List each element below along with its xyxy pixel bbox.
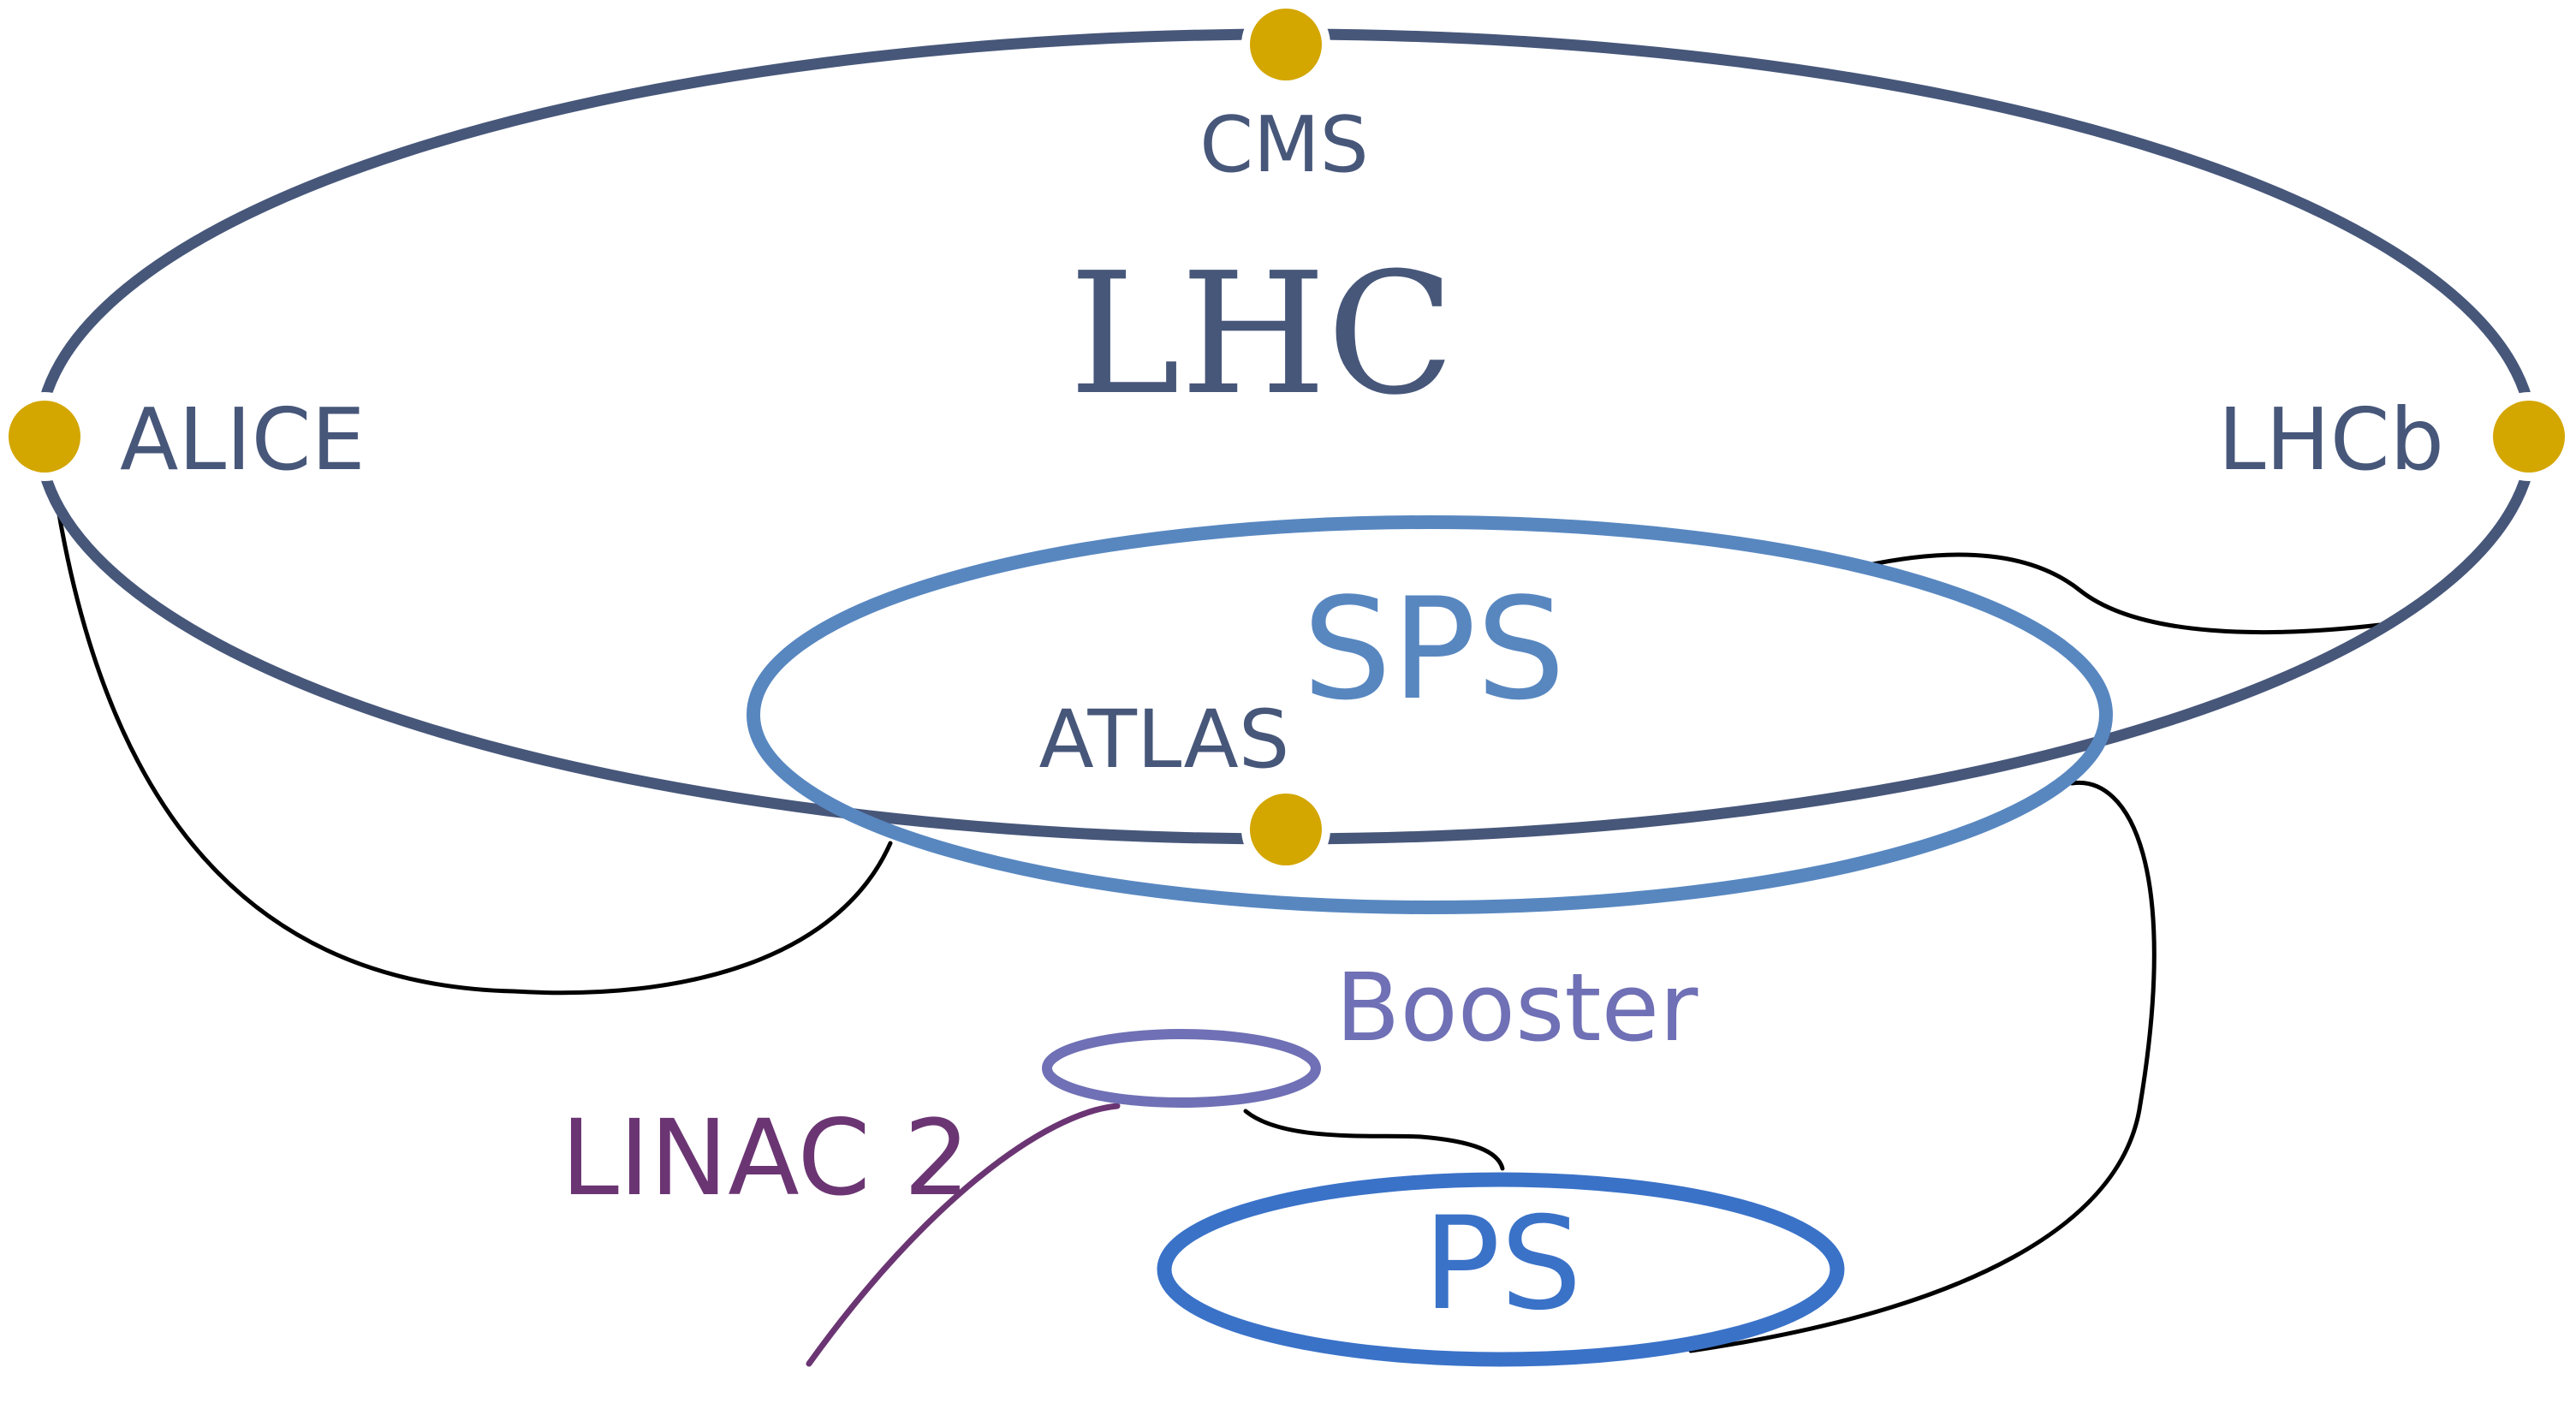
alice-dot bbox=[9, 401, 80, 473]
cms-label: CMS bbox=[1199, 100, 1369, 190]
transfer-line-ps-to-sps bbox=[1688, 780, 2157, 1353]
booster-label: Booster bbox=[1336, 953, 1698, 1062]
atlas-dot bbox=[1250, 794, 1322, 865]
transfer-line-booster-to-ps bbox=[1243, 1109, 1505, 1171]
lhcb-dot bbox=[2493, 401, 2565, 473]
linac2-line bbox=[806, 1103, 1121, 1367]
alice-label: ALICE bbox=[120, 389, 366, 490]
sps-ring bbox=[747, 515, 2113, 914]
sps-label: SPS bbox=[1302, 568, 1565, 731]
atlas-label: ATLAS bbox=[1039, 693, 1290, 787]
ps-ring bbox=[1157, 1172, 1845, 1367]
booster-ring bbox=[1042, 1029, 1321, 1108]
experiment-markers bbox=[9, 9, 2565, 865]
transfer-lines bbox=[56, 507, 2383, 1353]
cms-dot bbox=[1250, 9, 1322, 80]
transfer-line-sps-to-lhcb bbox=[1862, 552, 2383, 635]
lhcb-label: LHCb bbox=[2218, 389, 2444, 490]
lhc-label: LHC bbox=[1068, 237, 1455, 432]
ps-label: PS bbox=[1423, 1190, 1582, 1339]
linac2-label: LINAC 2 bbox=[561, 1097, 970, 1219]
transfer-line-sps-to-alice bbox=[56, 507, 893, 996]
